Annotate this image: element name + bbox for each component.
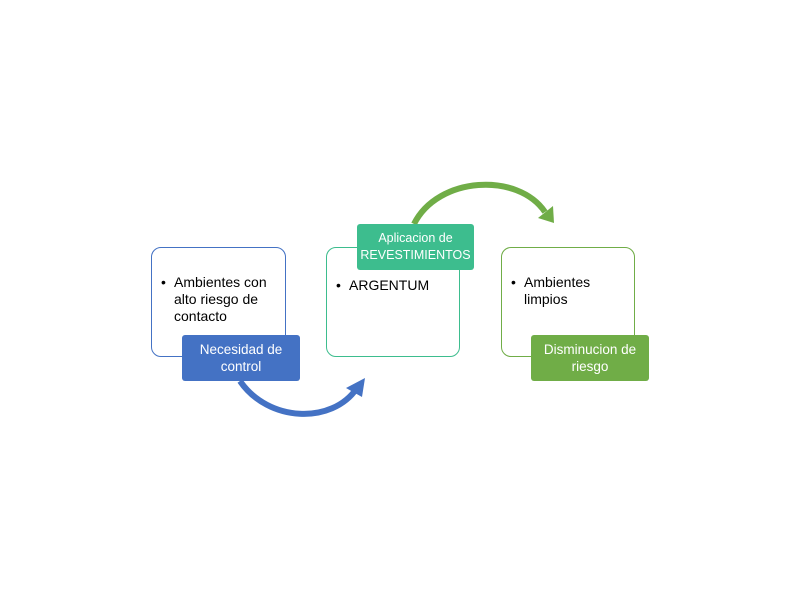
step1-bullet-list: Ambientes con alto riesgo de contacto bbox=[156, 274, 277, 325]
arrow-step1-to-step2 bbox=[237, 379, 360, 417]
arrow-step2-to-step3-head bbox=[538, 206, 554, 223]
step2-bullet-list: ARGENTUM bbox=[331, 277, 451, 294]
step1-label: Necesidad de control bbox=[182, 335, 300, 381]
arrow-step1-to-step2-head bbox=[346, 378, 365, 397]
step1-bullet: Ambientes con alto riesgo de contacto bbox=[161, 274, 277, 325]
step3-bullet-list: Ambientes limpios bbox=[506, 274, 626, 308]
step3-label: Disminucion de riesgo bbox=[531, 335, 649, 381]
step3-bullet: Ambientes limpios bbox=[511, 274, 626, 308]
arrow-step2-to-step3 bbox=[411, 181, 548, 226]
step2-bullet: ARGENTUM bbox=[336, 277, 451, 294]
step2-label: Aplicacion de REVESTIMIENTOS bbox=[357, 224, 474, 270]
